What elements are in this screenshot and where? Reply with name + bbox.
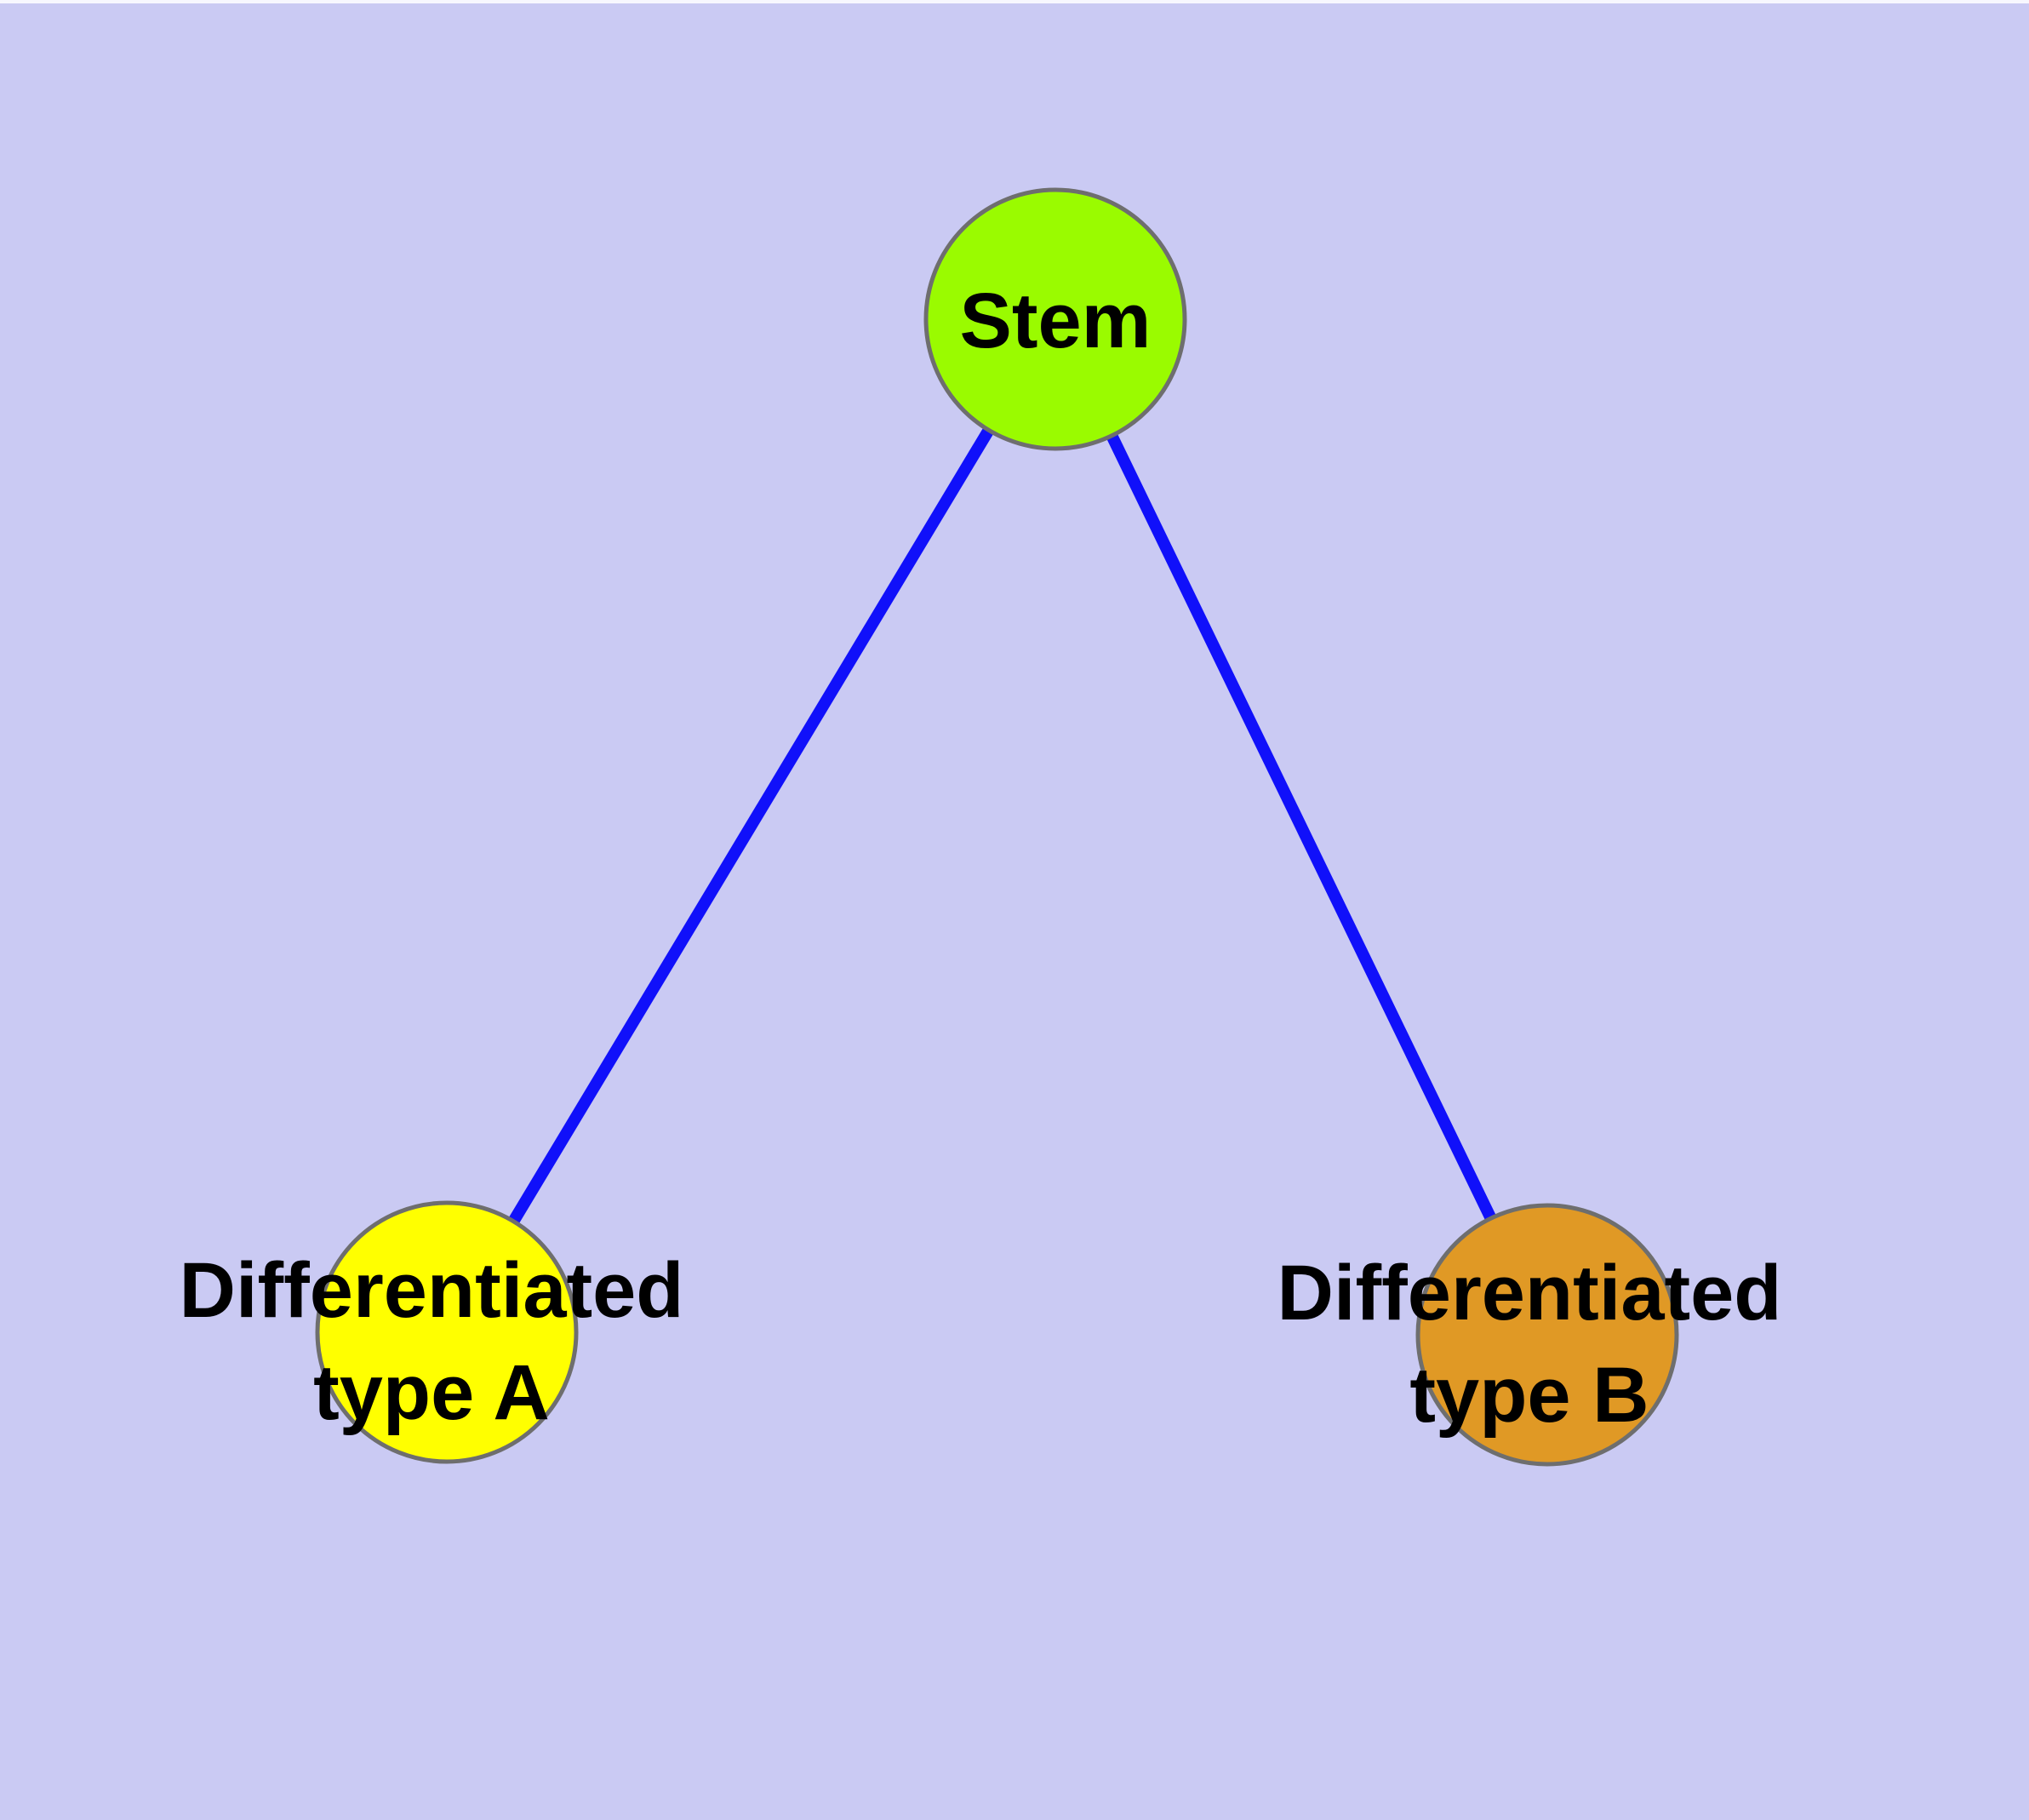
node-type-a-label: Differentiated type A: [179, 1247, 684, 1436]
node-type-a-circle: [315, 1200, 579, 1464]
edge-stem-to-type-a: [441, 316, 1061, 1336]
node-stem-label: Stem: [959, 278, 1152, 364]
edge-stem-to-type-b: [1049, 316, 1553, 1338]
node-stem-circle: [923, 187, 1187, 451]
node-type-b-label: Differentiated type B: [1277, 1250, 1782, 1439]
top-margin-strip: [0, 0, 2029, 3]
node-type-b-circle: [1415, 1203, 1679, 1467]
